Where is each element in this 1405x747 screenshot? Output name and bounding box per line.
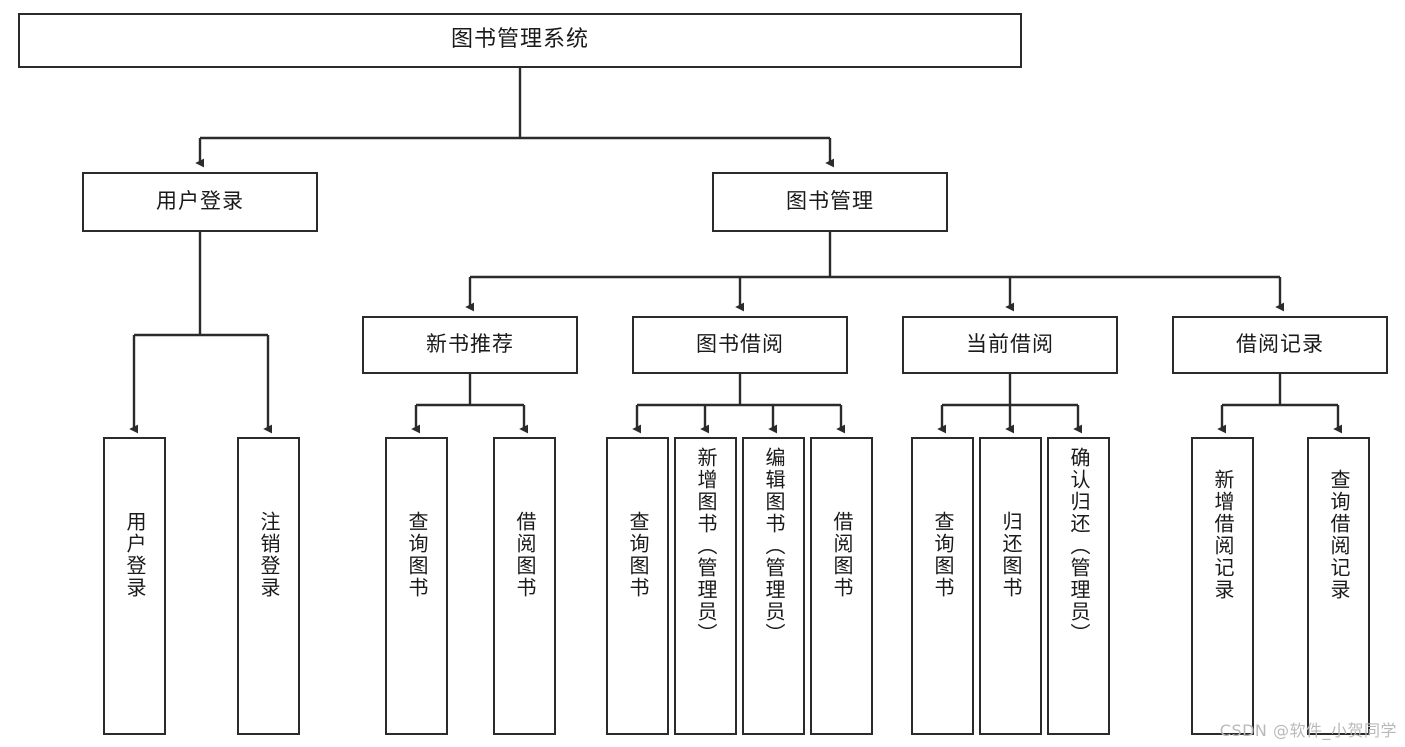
leaf-label: 归还图书 [999, 511, 1023, 599]
leaf-record-add-record[interactable]: 新增借阅记录 [1191, 437, 1254, 735]
leaf-recommend-borrow-book[interactable]: 借阅图书 [493, 437, 556, 735]
leaf-borrow-add-book-admin[interactable]: 新增图书（管理员） [674, 437, 737, 735]
node-label: 图书管理系统 [450, 27, 589, 53]
leaf-label: 新增图书（管理员） [694, 447, 718, 645]
node-borrow-record[interactable]: 借阅记录 [1172, 316, 1388, 374]
leaf-recommend-query-book[interactable]: 查询图书 [385, 437, 448, 735]
leaf-label: 借阅图书 [830, 511, 854, 599]
leaf-label: 查询借阅记录 [1327, 469, 1351, 601]
node-label: 新书推荐 [426, 332, 514, 357]
csdn-watermark: CSDN @软件_小贺同学 [1219, 721, 1397, 740]
leaf-label: 查询图书 [931, 511, 955, 599]
node-label: 用户登录 [156, 189, 244, 214]
leaf-label: 确认归还（管理员） [1067, 447, 1091, 645]
leaf-record-query-record[interactable]: 查询借阅记录 [1307, 437, 1370, 735]
leaf-label: 注销登录 [257, 511, 281, 599]
node-user-login[interactable]: 用户登录 [82, 172, 318, 232]
leaf-label: 编辑图书（管理员） [762, 447, 786, 645]
node-book-management[interactable]: 图书管理 [712, 172, 948, 232]
leaf-current-return-book[interactable]: 归还图书 [979, 437, 1042, 735]
node-label: 图书借阅 [696, 332, 784, 357]
leaf-borrow-query-book[interactable]: 查询图书 [606, 437, 669, 735]
leaf-user-login-signout[interactable]: 注销登录 [237, 437, 300, 735]
node-label: 当前借阅 [966, 332, 1054, 357]
node-root-system[interactable]: 图书管理系统 [18, 13, 1022, 68]
leaf-borrow-borrow-book[interactable]: 借阅图书 [810, 437, 873, 735]
leaf-user-login-signin[interactable]: 用户登录 [103, 437, 166, 735]
node-label: 借阅记录 [1236, 332, 1324, 357]
leaf-current-query-book[interactable]: 查询图书 [911, 437, 974, 735]
leaf-label: 查询图书 [626, 511, 650, 599]
node-label: 图书管理 [786, 189, 874, 214]
leaf-label: 用户登录 [123, 511, 147, 599]
leaf-borrow-edit-book-admin[interactable]: 编辑图书（管理员） [742, 437, 805, 735]
leaf-label: 查询图书 [405, 511, 429, 599]
leaf-label: 借阅图书 [513, 511, 537, 599]
leaf-label: 新增借阅记录 [1211, 469, 1235, 601]
node-book-borrow[interactable]: 图书借阅 [632, 316, 848, 374]
node-current-borrow[interactable]: 当前借阅 [902, 316, 1118, 374]
leaf-current-confirm-return-admin[interactable]: 确认归还（管理员） [1047, 437, 1110, 735]
node-new-book-recommend[interactable]: 新书推荐 [362, 316, 578, 374]
